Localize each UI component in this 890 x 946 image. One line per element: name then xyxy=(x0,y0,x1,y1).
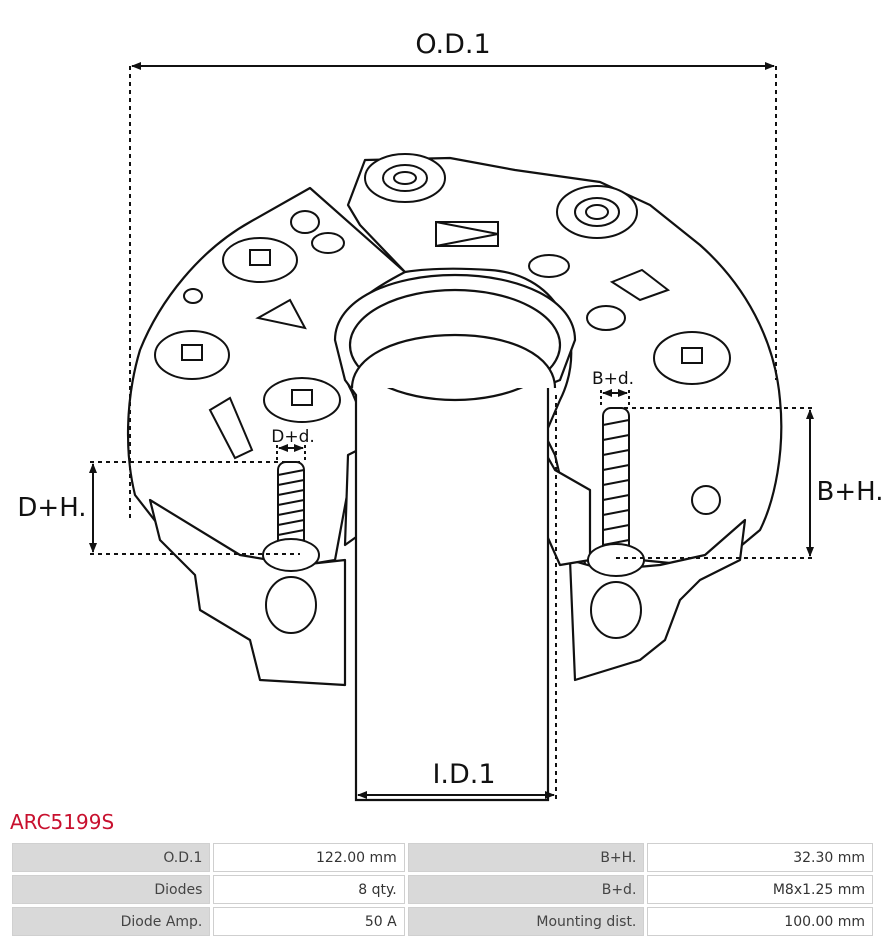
right-bolt xyxy=(587,407,645,639)
spec-label: O.D.1 xyxy=(12,843,211,872)
id1-label: I.D.1 xyxy=(432,759,495,790)
spec-label: B+H. xyxy=(407,843,645,872)
spec-value: 100.00 mm xyxy=(647,907,873,936)
spec-value: 8 qty. xyxy=(213,875,405,904)
dimension-lines xyxy=(89,62,814,800)
spec-label: Mounting dist. xyxy=(407,907,645,936)
spec-row: Diode Amp. 50 A Mounting dist. 100.00 mm xyxy=(12,907,873,936)
rectifier-body xyxy=(126,156,783,687)
spec-value: 122.00 mm xyxy=(213,843,405,872)
bh-label: B+H. xyxy=(817,477,884,507)
spec-label: Diode Amp. xyxy=(12,907,211,936)
product-code: ARC5199S xyxy=(10,810,115,834)
spec-table: O.D.1 122.00 mm B+H. 32.30 mm Diodes 8 q… xyxy=(9,840,876,939)
spec-row: Diodes 8 qty. B+d. M8x1.25 mm xyxy=(12,875,873,904)
spec-value: 32.30 mm xyxy=(647,843,873,872)
spec-label: Diodes xyxy=(12,875,211,904)
spec-label: B+d. xyxy=(407,875,645,904)
plate-details xyxy=(154,153,731,515)
center-bore xyxy=(333,273,577,802)
left-bolt xyxy=(262,461,320,634)
dd-label: D+d. xyxy=(271,427,315,447)
od1-label: O.D.1 xyxy=(415,29,490,60)
rectifier-diagram: O.D.1 I.D.1 D+H. D+d. B+H. B+d. xyxy=(17,29,884,802)
spec-value: 50 A xyxy=(213,907,405,936)
spec-row: O.D.1 122.00 mm B+H. 32.30 mm xyxy=(12,843,873,872)
bd-label: B+d. xyxy=(592,369,634,389)
dh-label: D+H. xyxy=(17,493,86,523)
spec-value: M8x1.25 mm xyxy=(647,875,873,904)
